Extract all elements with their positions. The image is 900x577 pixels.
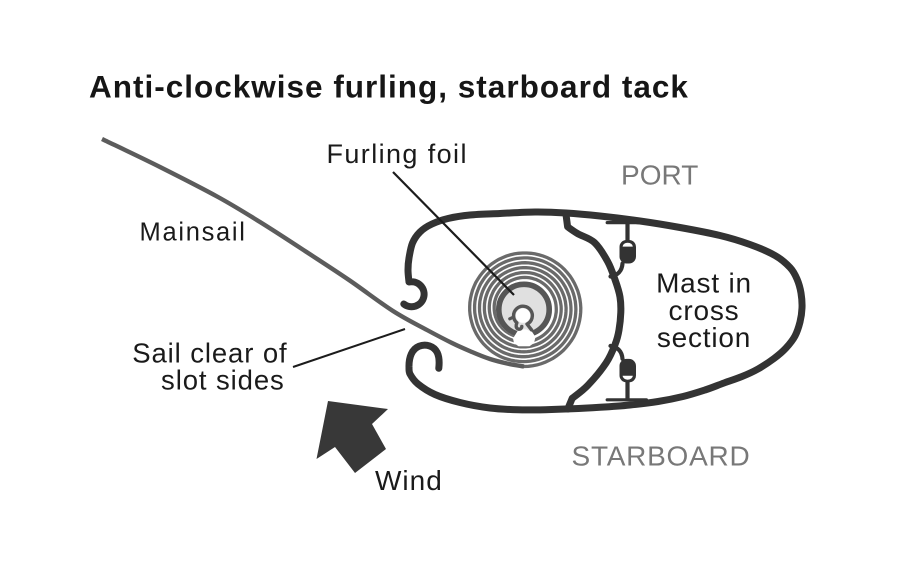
svg-text:slot sides: slot sides (161, 364, 285, 395)
svg-text:cross: cross (669, 295, 740, 326)
svg-text:PORT: PORT (621, 160, 698, 191)
svg-text:Wind: Wind (375, 465, 443, 496)
svg-text:section: section (657, 322, 751, 353)
svg-text:Anti-clockwise furling, starbo: Anti-clockwise furling, starboard tack (89, 69, 689, 105)
svg-text:Furling foil: Furling foil (327, 139, 468, 169)
svg-text:Mainsail: Mainsail (140, 219, 247, 247)
svg-text:STARBOARD: STARBOARD (572, 440, 751, 471)
svg-text:Mast in: Mast in (656, 268, 752, 299)
svg-text:Sail clear of: Sail clear of (132, 338, 287, 369)
